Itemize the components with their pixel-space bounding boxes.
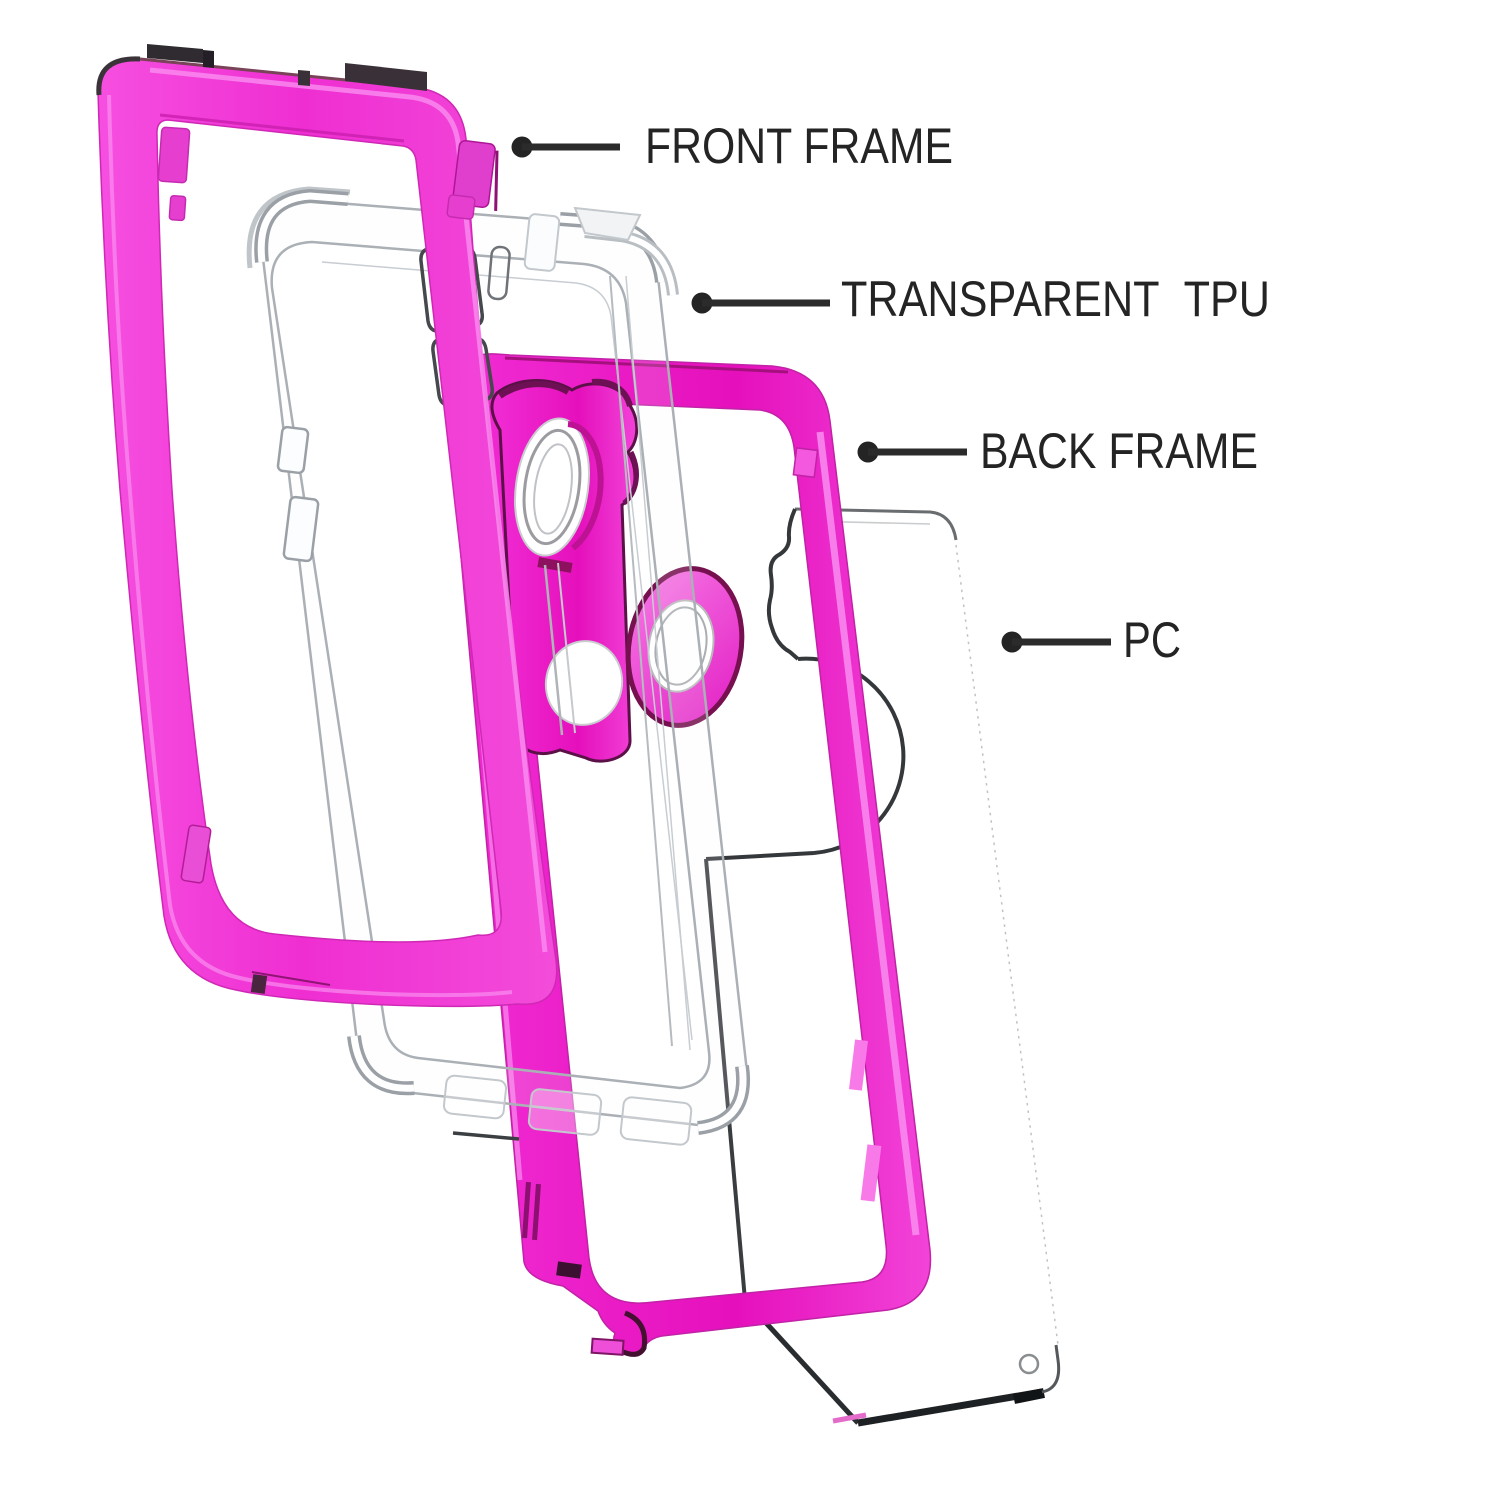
svg-text:PC: PC xyxy=(1123,612,1181,668)
svg-text:TRANSPARENT TPU: TRANSPARENT TPU xyxy=(841,271,1270,327)
svg-text:BACK FRAME: BACK FRAME xyxy=(980,423,1258,479)
svg-text:FRONT FRAME: FRONT FRAME xyxy=(645,118,953,174)
